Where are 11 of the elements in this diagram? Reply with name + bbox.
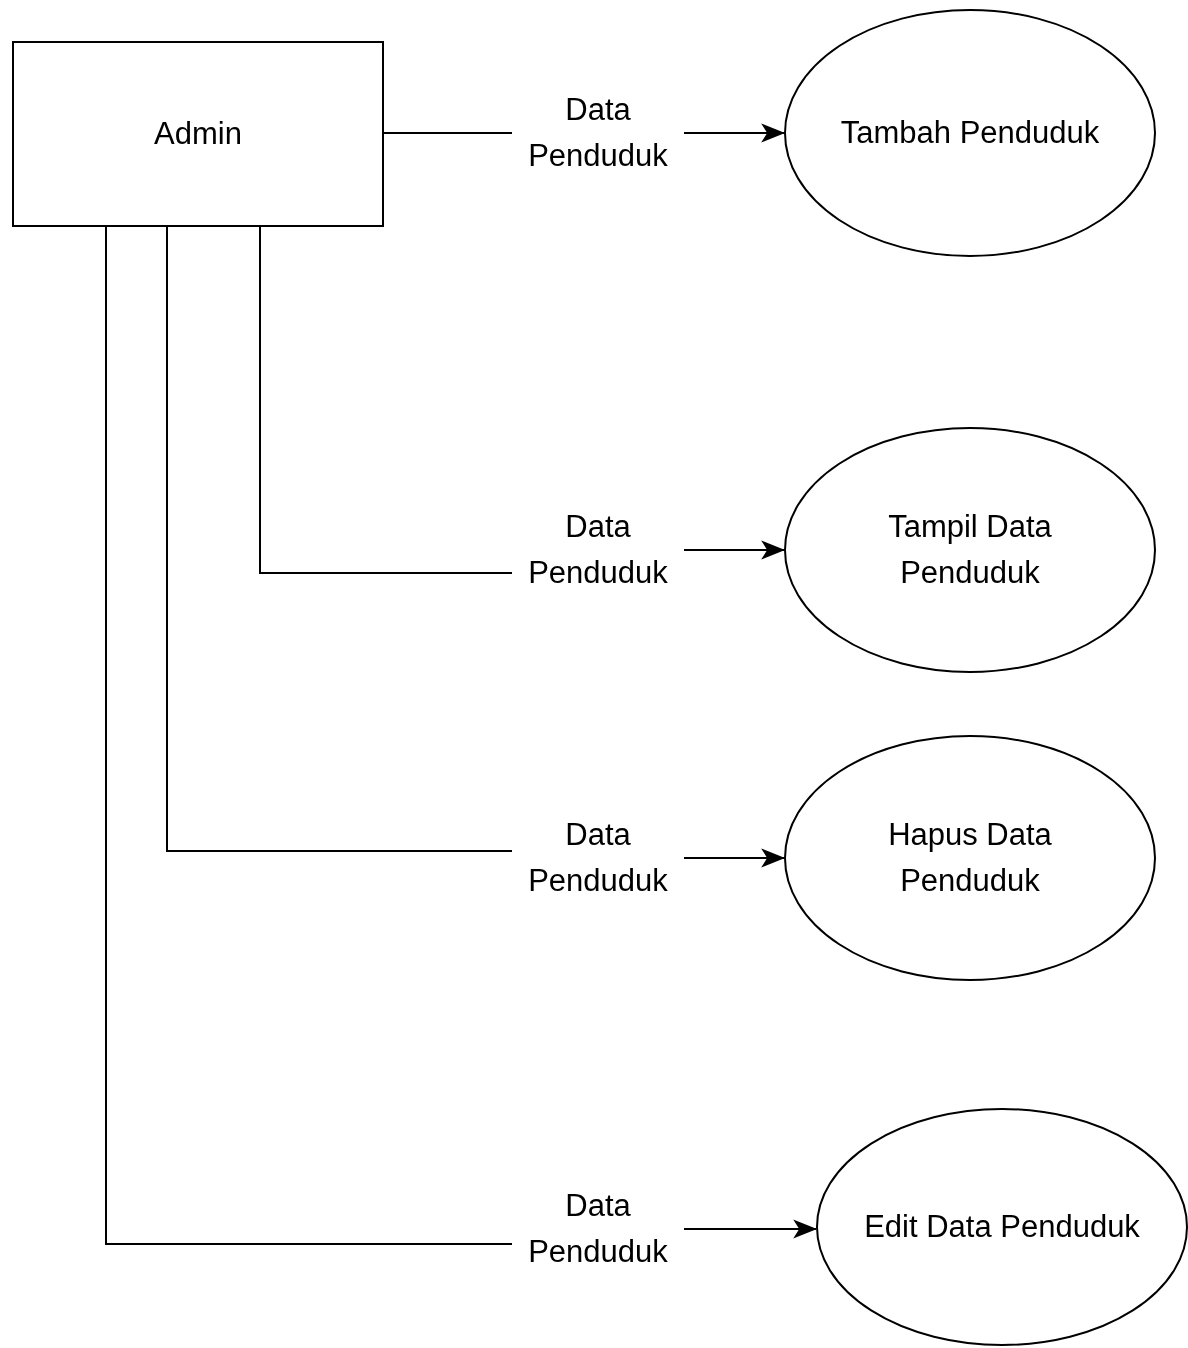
node-label: Admin [154, 115, 242, 153]
process-ellipse [816, 1108, 1188, 1346]
entity-box [12, 41, 384, 227]
arrow [105, 226, 818, 1245]
node-label: Tambah Penduduk [840, 114, 1100, 152]
node-label: Tampil Data Penduduk [887, 508, 1053, 592]
process-ellipse [784, 735, 1156, 981]
node-label: Hapus Data Penduduk [887, 816, 1053, 900]
process-ellipse [784, 427, 1156, 673]
process-ellipse [784, 9, 1156, 257]
node-label: Edit Data Penduduk [864, 1208, 1140, 1246]
